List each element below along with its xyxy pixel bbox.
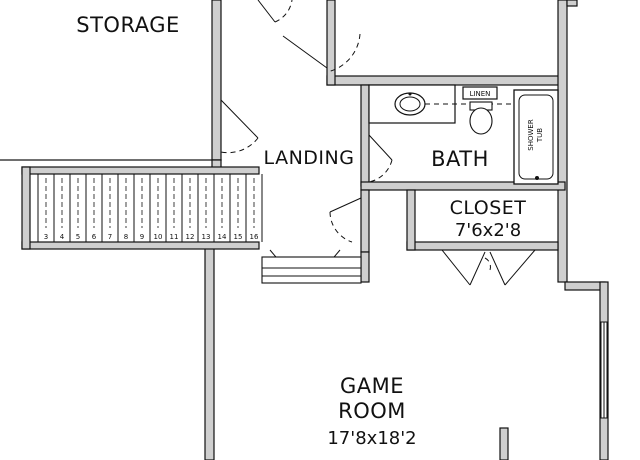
door-leaf — [368, 134, 393, 161]
main-staircase: 3 4 5 6 7 8 9 10 11 12 13 14 15 16 — [37, 174, 263, 242]
storage-label: STORAGE — [76, 13, 179, 37]
stair-step-number: 5 — [76, 233, 80, 241]
door-swing — [274, 0, 293, 23]
stair-step-number: 8 — [124, 233, 128, 241]
bath-fixtures — [368, 84, 559, 185]
door-leaf — [257, 0, 276, 23]
stair-bottom-wall — [21, 241, 260, 250]
door-swing — [484, 257, 491, 271]
stair-side-wall — [360, 251, 370, 283]
door-swing — [368, 159, 393, 183]
closet-door-leaf — [469, 251, 486, 286]
storage-right-wall — [211, 0, 222, 161]
stair-left-wall — [21, 166, 31, 250]
bath-label: BATH — [431, 147, 489, 171]
stair-step-number: 11 — [170, 233, 179, 241]
door-swing — [220, 137, 259, 154]
lower-right-wall-stub — [499, 427, 509, 460]
faucet-icon — [408, 92, 412, 96]
stair-step-number: 13 — [202, 233, 211, 241]
stair-step-number: 15 — [234, 233, 243, 241]
stair-step-number: 12 — [186, 233, 195, 241]
game-room-size: 17'8x18'2 — [327, 428, 416, 449]
sink-basin — [399, 96, 421, 112]
stair-step-number: 10 — [154, 233, 163, 241]
wall-top-right — [566, 0, 578, 7]
stair-step-number: 14 — [218, 233, 227, 241]
toilet-icon — [469, 107, 493, 135]
stair-step-number: 9 — [140, 233, 144, 241]
door-leaf — [282, 35, 328, 69]
linen-label: LINEN — [470, 90, 491, 98]
game-room-label-line1: GAME — [340, 374, 404, 398]
tub-drain-icon — [535, 176, 539, 180]
bath-left-wall — [360, 84, 370, 187]
right-jog-wall — [564, 281, 606, 291]
upper-room-left-wall — [326, 0, 336, 86]
upper-room-bottom-wall — [326, 75, 566, 86]
stair-step-number: 6 — [92, 233, 97, 241]
closet-bottom-wall — [406, 241, 559, 251]
shower-label: SHOWER — [527, 119, 535, 151]
stair-step-number: 16 — [250, 233, 259, 241]
landing-label: LANDING — [264, 147, 355, 169]
stair-step-number: 4 — [60, 233, 65, 241]
game-room-left-wall — [204, 247, 215, 460]
closet-size: 7'6x2'8 — [455, 220, 521, 241]
door-swing — [326, 33, 361, 73]
closet-label: CLOSET — [450, 197, 527, 219]
stair-step-number: 7 — [108, 233, 112, 241]
game-room-label-line2: ROOM — [338, 399, 406, 423]
stair-step-number: 3 — [44, 233, 48, 241]
door-swing — [329, 211, 353, 243]
door-leaf — [329, 197, 362, 213]
closet-door-leaf — [489, 251, 506, 286]
landing-steps-box — [261, 256, 362, 284]
closet-door-leaf — [441, 249, 471, 286]
landing-right-wall — [360, 189, 370, 253]
closet-door-leaf — [504, 249, 536, 286]
stair-top-wall — [21, 166, 260, 175]
tub-icon — [513, 89, 559, 185]
walls — [0, 0, 609, 460]
doors — [220, 0, 536, 286]
door-leaf — [220, 99, 259, 139]
bath-bottom-wall — [360, 181, 566, 191]
right-outer-wall — [557, 0, 568, 283]
closet-left-wall — [406, 189, 416, 251]
linen-shelf — [462, 86, 498, 100]
tub-label: TUB — [536, 128, 544, 143]
